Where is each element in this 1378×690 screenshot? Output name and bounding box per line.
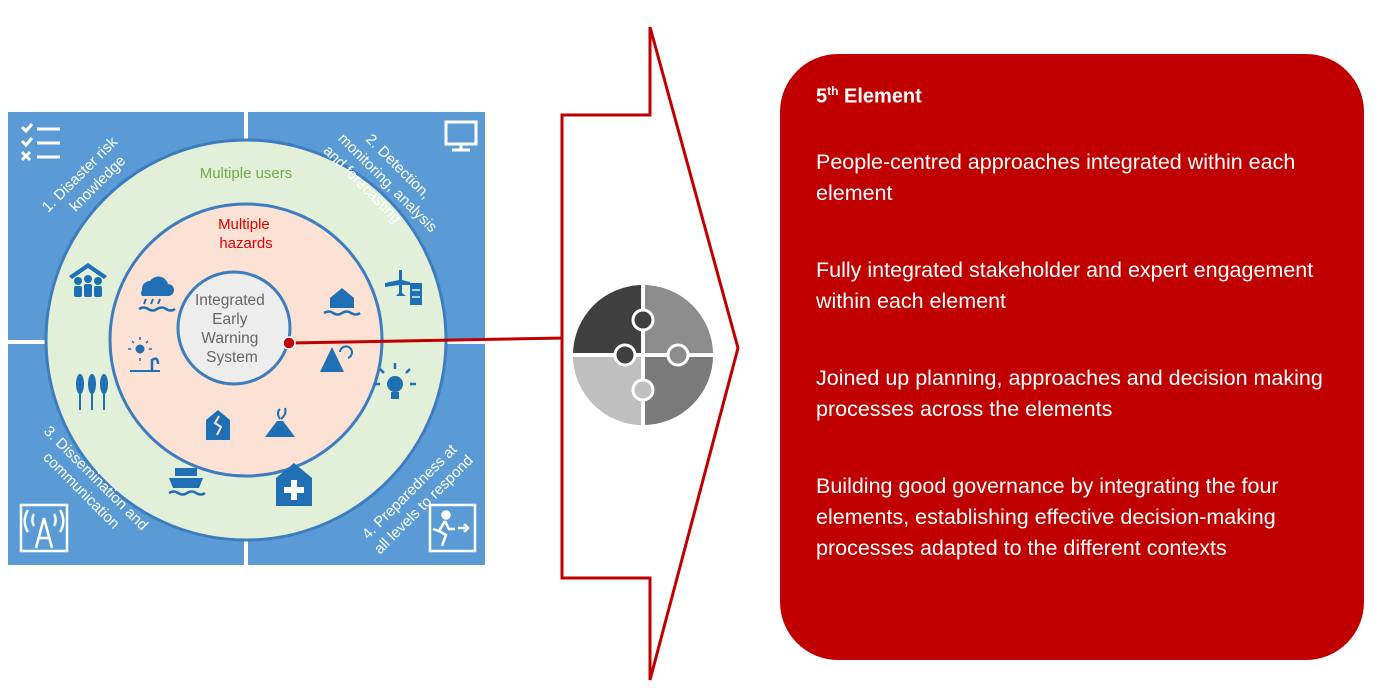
panel-point: People-centred approaches integrated wit…: [816, 149, 1296, 205]
panel-title-rest: Element: [838, 85, 922, 108]
earthquake-icon: [206, 410, 230, 440]
outer-ring-label: Multiple users: [200, 165, 293, 182]
puzzle-icon: [573, 285, 713, 425]
drought-icon: [128, 337, 160, 372]
panel-title: 5th Element: [816, 84, 1334, 109]
health-icon: [276, 463, 312, 506]
agriculture-icon: [76, 374, 108, 410]
panel-point: Joined up planning, approaches and decis…: [816, 365, 1323, 421]
fifth-element-panel: 5th Element People-centred approaches in…: [780, 54, 1364, 660]
tsunami-icon: [320, 345, 353, 372]
monitor-icon: [444, 120, 478, 152]
center-circle: [176, 270, 292, 386]
transport-icon: [385, 270, 422, 305]
shipping-icon: [168, 468, 206, 496]
middle-ring-label: Multiple hazards: [218, 216, 274, 252]
panel-title-sup: th: [827, 84, 839, 98]
volcano-icon: [265, 407, 295, 437]
emergency-exit-icon: [428, 503, 477, 553]
center-label: Integrated Early Warning System: [195, 292, 269, 366]
checklist-icon: [20, 123, 60, 162]
idea-icon: [374, 363, 416, 399]
radio-tower-icon: [19, 503, 69, 553]
storm-flood-icon: [138, 276, 176, 312]
community-icon: [69, 263, 107, 297]
panel-title-number: 5: [816, 85, 828, 108]
panel-point: Fully integrated stakeholder and expert …: [816, 257, 1314, 313]
panel-point: Building good governance by integrating …: [816, 473, 1279, 560]
connector-dot: [282, 336, 296, 350]
flooded-house-icon: [323, 288, 361, 316]
connector-line: [289, 336, 566, 345]
